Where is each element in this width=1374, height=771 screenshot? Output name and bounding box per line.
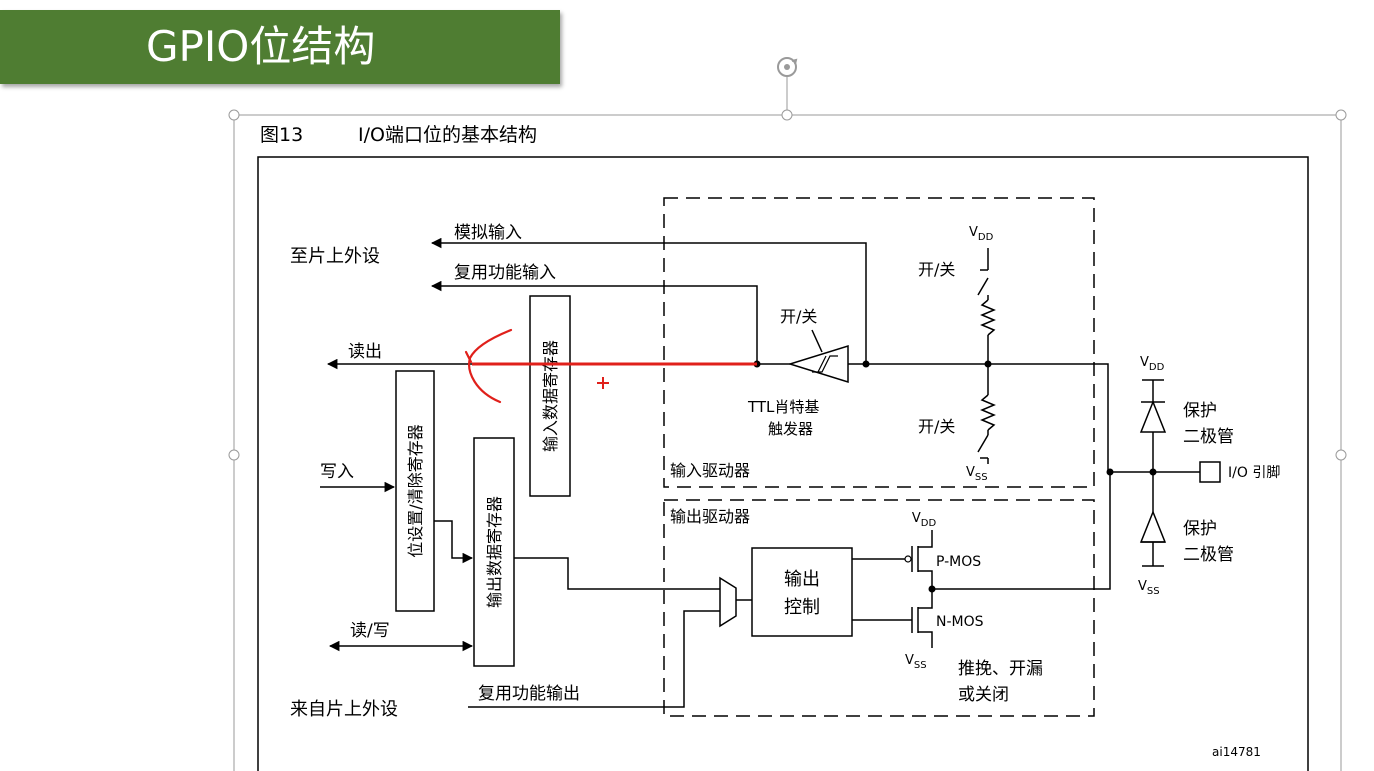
- input-driver-box: [663, 197, 1095, 488]
- analog-input-line: [430, 237, 867, 364]
- protect-diode-lower-label-2: 二极管: [1183, 545, 1234, 565]
- output-mode-label-1: 推挽、开漏: [958, 659, 1043, 679]
- output-control-label-1: 输出: [784, 569, 820, 590]
- nmos-label: N-MOS: [936, 614, 984, 630]
- slide-title: GPIO位结构: [146, 22, 376, 71]
- alt-func-input-line: [430, 280, 758, 364]
- protect-diode-lower-label-1: 保护: [1183, 519, 1217, 539]
- title-banner: GPIO位结构: [0, 10, 560, 84]
- pmos-label: P-MOS: [936, 554, 981, 570]
- rotate-handle-icon[interactable]: [777, 57, 798, 77]
- schmitt-hysteresis-icon: [812, 355, 838, 373]
- output-driver-label: 输出驱动器: [670, 507, 750, 526]
- nmos-transistor: [911, 589, 933, 648]
- output-to-pin-line: [932, 472, 1111, 590]
- pulldown-vss-label: VSS: [966, 465, 988, 483]
- io-pin-box: [1199, 461, 1221, 483]
- pullup-resistor: [980, 299, 996, 336]
- pulldown-switch: [977, 434, 989, 453]
- red-annotation: [464, 328, 757, 404]
- pmos-vdd-label: VDD: [912, 511, 937, 529]
- io-pin-label: I/O 引脚: [1228, 465, 1280, 481]
- bit-set-reset-register: [395, 370, 435, 612]
- ttl-schmitt-label-1: TTL肖特基: [747, 398, 819, 416]
- alt-func-output-label: 复用功能输出: [478, 684, 580, 704]
- figure-caption-number: 图13: [260, 124, 303, 146]
- output-reg-to-mux-line: [514, 557, 720, 590]
- resize-handle-right[interactable]: [1335, 449, 1347, 461]
- output-mode-label-2: 或关闭: [958, 685, 1009, 705]
- bit-set-reset-register-label: 位设置/清除寄存器: [406, 424, 425, 557]
- protect-diode-upper-label-2: 二极管: [1183, 427, 1234, 447]
- protect-diode-lower: [1139, 509, 1167, 543]
- figure-border: [257, 156, 1309, 771]
- ttl-on-off-label: 开/关: [780, 307, 817, 326]
- pmos-transistor: [911, 530, 933, 589]
- output-control-label-2: 控制: [784, 597, 820, 618]
- from-peripheral-label: 来自片上外设: [290, 699, 398, 720]
- pullup-vdd-label: VDD: [969, 225, 994, 243]
- output-mux: [719, 576, 737, 628]
- pullup-switch: [977, 277, 989, 296]
- resize-handle-top-right[interactable]: [1335, 109, 1347, 121]
- output-driver-box: [663, 499, 1095, 717]
- nmos-vss-label: VSS: [905, 653, 927, 671]
- protect-diode-upper-label-1: 保护: [1183, 401, 1217, 421]
- resize-handle-top-left[interactable]: [228, 109, 240, 121]
- output-data-register-label: 输出数据寄存器: [485, 496, 504, 608]
- output-control-block: [751, 547, 853, 637]
- read-write-label: 读/写: [350, 621, 390, 641]
- pulldown-on-off-label: 开/关: [918, 417, 955, 436]
- output-data-register: [473, 437, 515, 667]
- to-peripheral-label: 至片上外设: [290, 246, 380, 267]
- figure-caption-text: I/O端口位的基本结构: [358, 124, 537, 146]
- read-out-label: 读出: [348, 342, 382, 362]
- diode-vss-label: VSS: [1138, 579, 1160, 597]
- ttl-schmitt-trigger: [787, 344, 849, 384]
- alt-func-input-label: 复用功能输入: [454, 263, 556, 283]
- protect-diode-upper: [1139, 399, 1167, 433]
- pulldown-resistor: [980, 394, 996, 431]
- input-driver-label: 输入驱动器: [670, 461, 750, 480]
- resize-handle-left[interactable]: [228, 449, 240, 461]
- set-reset-to-output-line: [434, 520, 474, 564]
- alt-func-output-line: [468, 610, 720, 708]
- input-data-register: [529, 295, 571, 497]
- analog-input-label: 模拟输入: [454, 223, 522, 243]
- input-data-register-label: 输入数据寄存器: [541, 340, 560, 452]
- diode-vdd-label: VDD: [1140, 355, 1165, 373]
- ttl-schmitt-label-2: 触发器: [768, 420, 813, 438]
- resize-handle-top[interactable]: [781, 109, 793, 121]
- figure-id: ai14781: [1212, 745, 1261, 759]
- pullup-on-off-label: 开/关: [918, 260, 955, 279]
- write-in-label: 写入: [320, 462, 354, 482]
